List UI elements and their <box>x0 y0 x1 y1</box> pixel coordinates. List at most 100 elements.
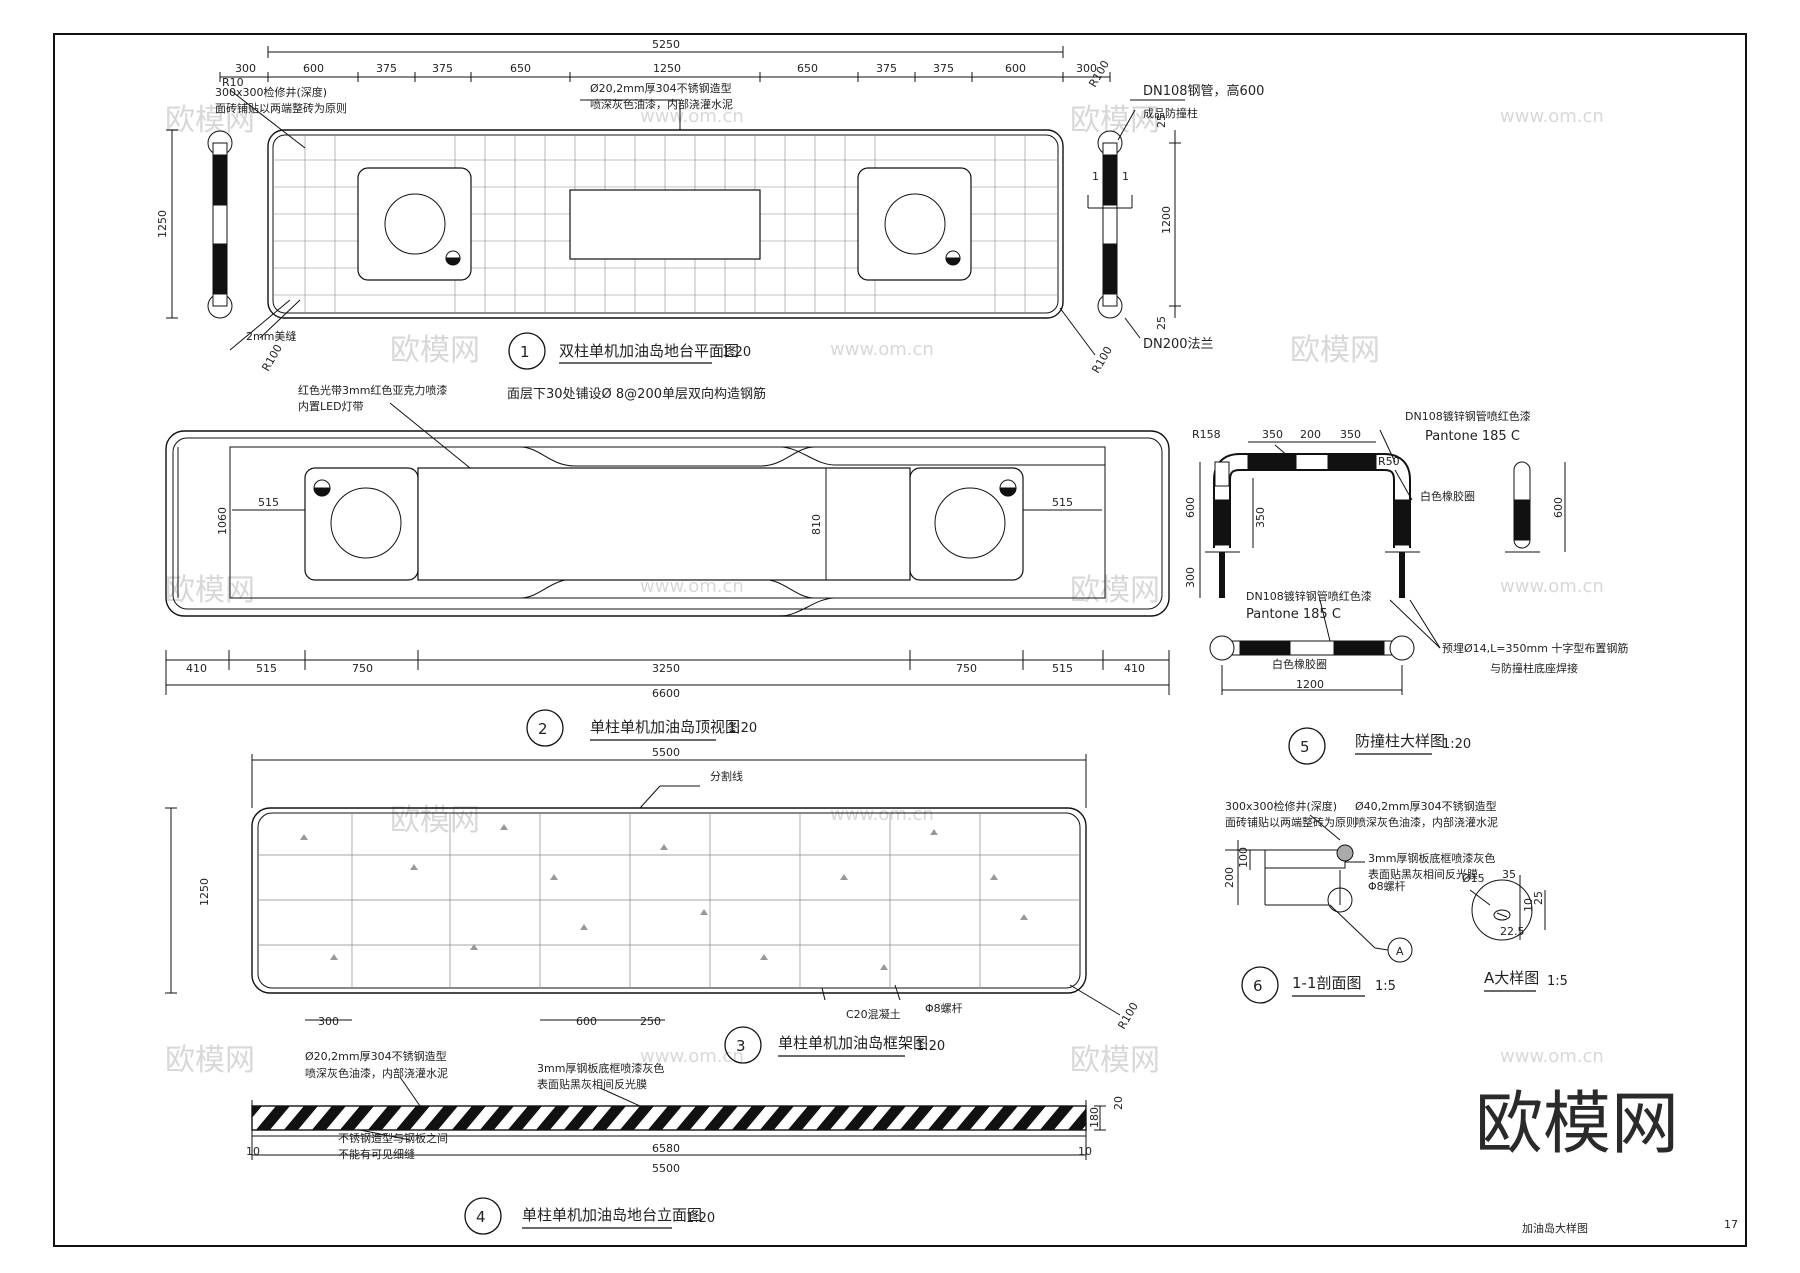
led-callout-2: 内置LED灯带 <box>298 399 364 413</box>
r158-callout: R158 <box>1192 428 1221 441</box>
split-callout: 分割线 <box>710 769 743 783</box>
drawing-3-frame <box>165 754 1121 1021</box>
dim-text: 750 <box>352 662 373 675</box>
dim-10: 10 <box>1522 898 1535 912</box>
detail-a-texts: Ø15 35 25 10 22.5 A大样图 1:5 <box>1462 868 1568 992</box>
dim-text: 350 <box>1262 428 1283 441</box>
watermark-url: www.om.cn <box>1500 1046 1604 1067</box>
dim-600: 600 <box>576 1015 597 1028</box>
gap-callout: 不锈钢造型与钢板之间 <box>338 1131 448 1145</box>
dim-35: 35 <box>1502 868 1516 881</box>
watermark-url: www.om.cn <box>640 106 744 127</box>
drawing-title: 1-1剖面图 <box>1292 974 1362 992</box>
drawing-title: 单柱单机加油岛框架图 <box>778 1034 928 1052</box>
watermark-cn: 欧模网 <box>390 333 480 368</box>
dim-text: 375 <box>876 62 897 75</box>
dim-20: 20 <box>1112 1096 1125 1110</box>
dim-350-inner: 350 <box>1254 507 1267 528</box>
dim-text: 300 <box>235 62 256 75</box>
watermark-layer: 欧模网 欧模网 欧模网 欧模网 欧模网 欧模网 欧模网 欧模网 欧模网 <box>165 103 1380 1078</box>
dim-250: 250 <box>640 1015 661 1028</box>
bolt-callout: Φ8螺杆 <box>925 1001 963 1015</box>
dim-text: 375 <box>432 62 453 75</box>
dim-180: 180 <box>1088 1107 1101 1128</box>
led-callout: 红色光带3mm红色亚克力喷漆 <box>298 383 447 397</box>
dim-text: 300 <box>1076 62 1097 75</box>
dim-1200: 1200 <box>1296 678 1324 691</box>
overall-width-dim-2: 6600 <box>652 687 680 700</box>
height-right-dim: 1200 <box>1160 206 1173 234</box>
dim-text: 3250 <box>652 662 680 675</box>
split-lines <box>258 813 1080 988</box>
rail-callout-2: 喷深灰色油漆，内部浇灌水泥 <box>590 97 733 111</box>
watermark-cn: 欧模网 <box>1290 333 1380 368</box>
r100-left-callout: R100 <box>259 342 285 373</box>
detail-mark: A <box>1396 945 1404 958</box>
top-dims-5: 350 200 350 <box>1262 428 1361 441</box>
drawing-4-elevation <box>251 1076 1106 1160</box>
pipe-callout-1: DN108镀锌钢管喷红色漆 <box>1405 409 1531 423</box>
dim-text: 515 <box>1052 662 1073 675</box>
rail-callout-2: 喷深灰色油漆，内部浇灌水泥 <box>1355 815 1498 829</box>
plate-callout-2: 表面贴黑灰相间反光膜 <box>1368 867 1478 881</box>
drawing-scale: 1:20 <box>728 721 757 736</box>
dim-600-right: 600 <box>1552 497 1565 518</box>
watermark-cn: 欧模网 <box>165 1043 255 1078</box>
dim-5500: 5500 <box>652 1162 680 1175</box>
drawing-5-texts: R158 R50 350 200 350 600 300 350 600 120… <box>1184 409 1628 765</box>
dim-600-left: 600 <box>1184 497 1197 518</box>
section-mark-right: 1 <box>1122 170 1129 183</box>
drawing-number: 3 <box>736 1037 746 1055</box>
rail-callout: Ø20,2mm厚304不锈钢造型 <box>590 81 732 95</box>
dim-ticks <box>219 72 1111 82</box>
drawing-scale: 1:20 <box>916 1039 945 1054</box>
drawing-number: 4 <box>476 1208 486 1226</box>
concrete-callout: C20混凝土 <box>846 1007 901 1021</box>
dim-text: 200 <box>1300 428 1321 441</box>
drawing-6-texts: 300x300检修井(深度) 面砖铺贴以两端整砖为原则 Ø40,2mm厚304不… <box>1223 799 1498 1004</box>
watermark-cn: 欧模网 <box>390 803 480 838</box>
watermark-cn: 欧模网 <box>165 573 255 608</box>
drawing-title: 单柱单机加油岛地台立面图 <box>522 1206 702 1224</box>
pantone-callout-2: Pantone 185 C <box>1246 607 1341 622</box>
joint-callout: 2mm美缝 <box>246 329 296 343</box>
pit-callout-2: 面砖铺贴以两端整砖为原则 <box>1225 815 1357 829</box>
drawing-number: 6 <box>1253 977 1263 995</box>
drawing-number: 2 <box>538 720 548 738</box>
drawing-title: 双柱单机加油岛地台平面图 <box>559 342 739 360</box>
pantone-callout-1: Pantone 185 C <box>1425 429 1520 444</box>
dim-text: 375 <box>376 62 397 75</box>
rebar-note: 面层下30处铺设Ø 8@200单层双向构造钢筋 <box>507 386 766 402</box>
bottom-dims-2: 410 515 750 3250 750 515 410 <box>186 662 1145 675</box>
watermark-cn: 欧模网 <box>1070 573 1160 608</box>
pipe-callout: DN108钢管，高600 <box>1143 83 1264 99</box>
top-dims: 300 600 375 375 650 1250 650 375 375 600… <box>235 62 1097 75</box>
drawing-number-circle <box>464 1197 502 1235</box>
drawing-title: 单柱单机加油岛顶视图 <box>590 718 740 736</box>
pit-callout: 300x300检修井(深度) <box>215 85 327 99</box>
drawing-scale: 1:20 <box>1442 737 1471 752</box>
anchor-callout: 预埋Ø14,L=350mm 十字型布置钢筋 <box>1442 641 1628 655</box>
watermark-cn: 欧模网 <box>165 103 255 138</box>
height-dim-3: 1250 <box>198 878 211 906</box>
watermark-cn: 欧模网 <box>1070 1043 1160 1078</box>
dim-300: 300 <box>318 1015 339 1028</box>
dim-200: 200 <box>1223 867 1236 888</box>
concrete-speckles <box>300 824 1028 970</box>
overall-width-dim-3: 5500 <box>652 746 680 759</box>
rail-callout-2: 喷深灰色油漆，内部浇灌水泥 <box>305 1066 448 1080</box>
drawing-scale: 1:5 <box>1375 979 1396 994</box>
watermark-url: www.om.cn <box>1500 106 1604 127</box>
watermark-url: www.om.cn <box>640 1046 744 1067</box>
dim-25-bottom: 25 <box>1155 316 1168 330</box>
watermark-url: www.om.cn <box>830 804 934 825</box>
dim-text: 600 <box>1005 62 1026 75</box>
bolt-callout: Φ8螺杆 <box>1368 879 1406 893</box>
drawing-number-circle <box>724 1026 762 1064</box>
pit-callout-2: 面砖铺贴以两端整砖为原则 <box>215 101 347 115</box>
dim-text: 375 <box>933 62 954 75</box>
drawing-6-section <box>1225 814 1546 963</box>
dim-text: 650 <box>797 62 818 75</box>
sheet-border <box>53 33 1747 1247</box>
